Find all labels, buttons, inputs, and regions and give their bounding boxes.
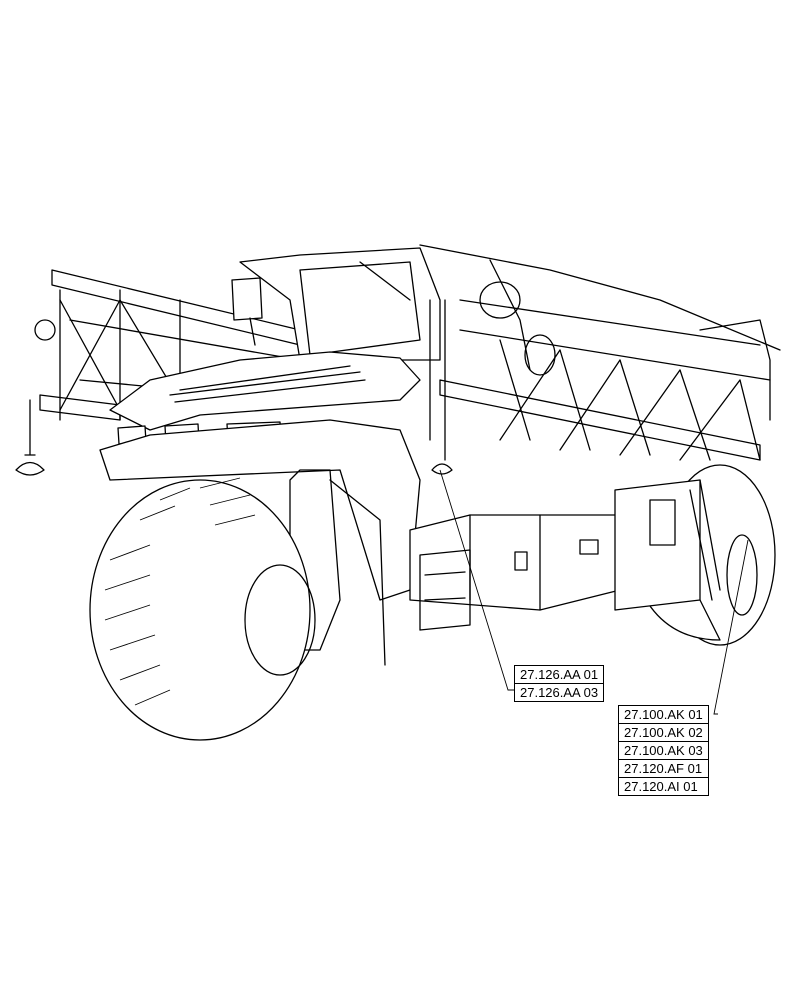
part-reference-label[interactable]: 27.126.AA 01 [514, 665, 605, 684]
part-reference-label[interactable]: 27.100.AK 03 [618, 741, 709, 760]
right-boom [419, 244, 781, 475]
part-reference-label[interactable]: 27.126.AA 03 [514, 683, 605, 702]
left-boom [15, 269, 301, 476]
part-reference-label[interactable]: 27.120.AF 01 [618, 759, 709, 778]
tank-frame [409, 479, 721, 631]
cab [231, 247, 441, 361]
reference-group-b: 27.100.AK 01 27.100.AK 02 27.100.AK 03 2… [618, 705, 709, 796]
part-reference-label[interactable]: 27.120.AI 01 [618, 777, 709, 796]
reference-group-a: 27.126.AA 01 27.126.AA 03 [514, 665, 605, 702]
part-reference-label[interactable]: 27.100.AK 02 [618, 723, 709, 742]
part-reference-label[interactable]: 27.100.AK 01 [618, 705, 709, 724]
front-left-wheel [89, 477, 316, 741]
leader-lines [439, 469, 749, 715]
